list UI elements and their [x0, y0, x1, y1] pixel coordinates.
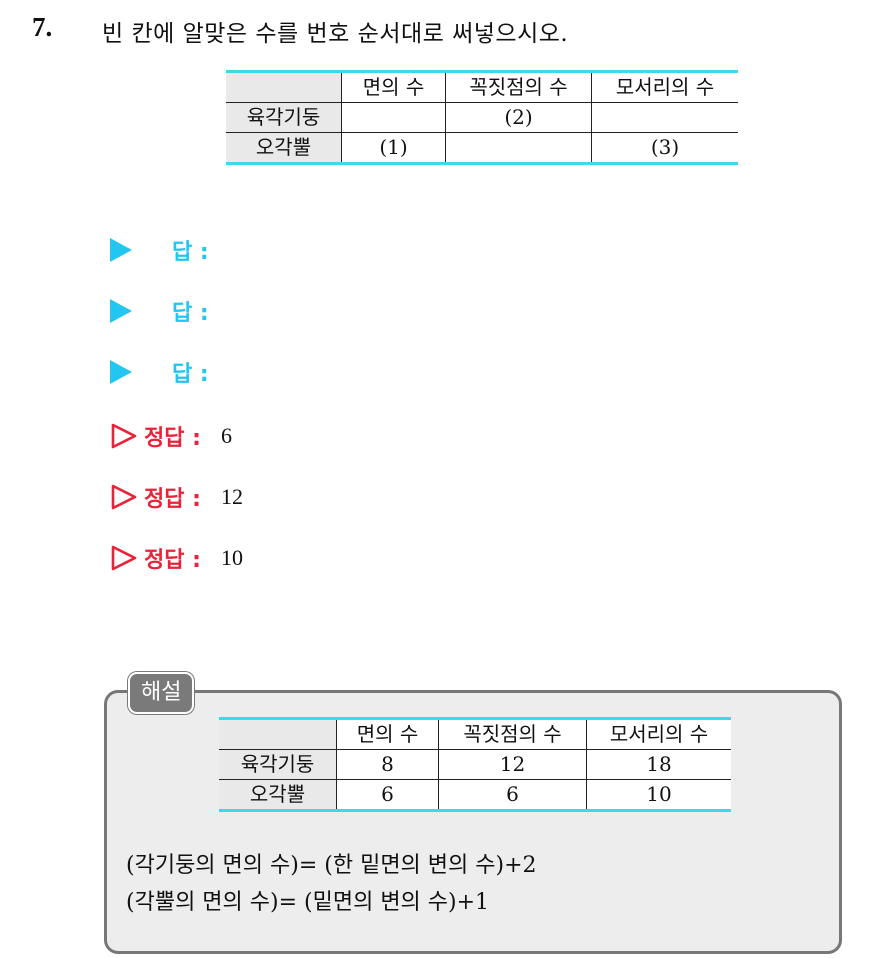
table-cell — [341, 102, 446, 133]
header-vertices: 꼭짓점의 수 — [445, 70, 592, 103]
play-triangle-icon — [110, 360, 132, 384]
table-cell: (2) — [445, 102, 592, 133]
table-corner-cell — [219, 717, 337, 750]
answer-input-1[interactable]: 답 : — [110, 233, 209, 267]
table-cell — [591, 102, 738, 133]
outline-triangle-icon — [111, 545, 137, 571]
correct-answer-2: 정답 : 12 — [110, 480, 243, 514]
table-corner-cell — [226, 70, 342, 103]
question-table: 면의 수 꼭짓점의 수 모서리의 수 육각기둥 (2) 오각뿔 (1) (3) — [226, 70, 738, 165]
explanation-line-1: (각기둥의 면의 수)= (한 밑면의 변의 수)+2 — [126, 853, 537, 878]
correct-value: 10 — [220, 545, 243, 570]
play-triangle-icon — [110, 299, 132, 323]
correct-answer-3: 정답 : 10 — [110, 541, 243, 575]
table-cell: 10 — [586, 779, 731, 812]
header-faces: 면의 수 — [341, 70, 446, 103]
outline-triangle-icon — [111, 423, 137, 449]
table-header-row: 면의 수 꼭짓점의 수 모서리의 수 — [219, 717, 731, 750]
table-cell: 8 — [336, 749, 439, 780]
table-cell: 18 — [586, 749, 731, 780]
header-vertices: 꼭짓점의 수 — [438, 717, 587, 750]
row-label: 육각기둥 — [219, 749, 337, 780]
answer-input-3[interactable]: 답 : — [110, 355, 209, 389]
correct-label: 정답 : — [144, 548, 201, 573]
table-row: 오각뿔 6 6 10 — [219, 779, 731, 812]
answer-label: 답 : — [172, 301, 209, 326]
row-label: 육각기둥 — [226, 102, 342, 133]
row-label: 오각뿔 — [226, 132, 342, 165]
explanation-tag: 해설 — [128, 672, 195, 714]
header-faces: 면의 수 — [336, 717, 439, 750]
correct-answer-1: 정답 : 6 — [110, 419, 232, 453]
table-cell: (3) — [591, 132, 738, 165]
answer-label: 답 : — [172, 240, 209, 265]
correct-label: 정답 : — [144, 426, 201, 451]
question-number: 7. — [32, 12, 53, 42]
header-edges: 모서리의 수 — [586, 717, 731, 750]
explanation-line-2: (각뿔의 면의 수)= (밑면의 변의 수)+1 — [126, 890, 490, 915]
row-label: 오각뿔 — [219, 779, 337, 812]
correct-value: 6 — [220, 423, 232, 448]
answer-label: 답 : — [172, 362, 209, 387]
correct-label: 정답 : — [144, 487, 201, 512]
table-cell: (1) — [341, 132, 446, 165]
table-header-row: 면의 수 꼭짓점의 수 모서리의 수 — [226, 70, 738, 103]
answer-input-2[interactable]: 답 : — [110, 294, 209, 328]
table-cell: 6 — [438, 779, 587, 812]
table-row: 육각기둥 (2) — [226, 102, 738, 133]
explanation-table: 면의 수 꼭짓점의 수 모서리의 수 육각기둥 8 12 18 오각뿔 6 6 … — [219, 717, 731, 812]
table-cell — [445, 132, 592, 165]
outline-triangle-icon — [111, 484, 137, 510]
table-cell: 12 — [438, 749, 587, 780]
table-cell: 6 — [336, 779, 439, 812]
correct-value: 12 — [220, 484, 243, 509]
table-row: 오각뿔 (1) (3) — [226, 132, 738, 165]
header-edges: 모서리의 수 — [591, 70, 738, 103]
question-text: 빈 칸에 알맞은 수를 번호 순서대로 써넣으시오. — [102, 21, 569, 47]
play-triangle-icon — [110, 238, 132, 262]
table-row: 육각기둥 8 12 18 — [219, 749, 731, 780]
